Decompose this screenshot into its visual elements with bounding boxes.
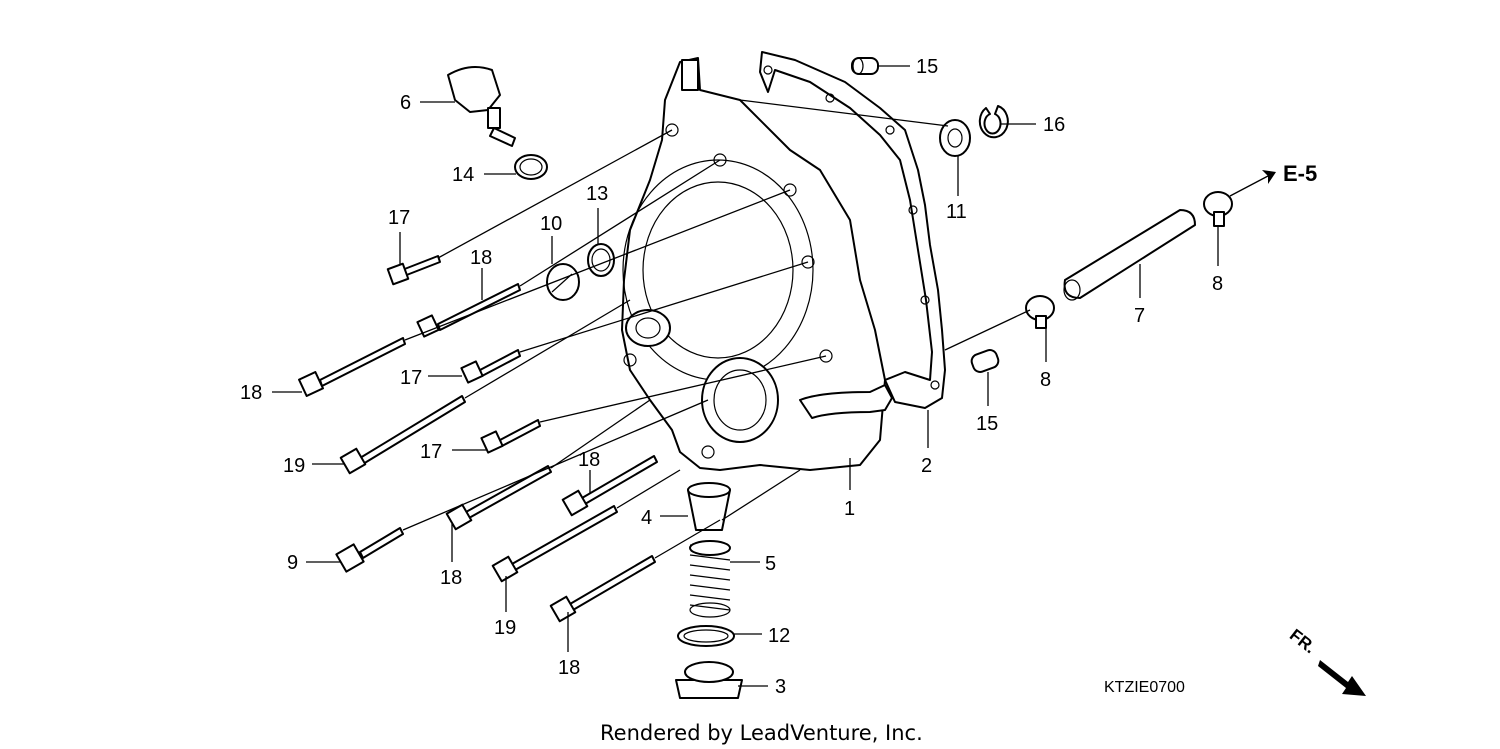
circlip[interactable] [978, 105, 1009, 139]
callout-17-low: 17 [420, 441, 442, 463]
callout-15-bottom: 15 [976, 413, 998, 435]
oil-seal[interactable] [939, 119, 971, 157]
bolt-9[interactable] [335, 527, 404, 573]
bolt-18-c[interactable] [445, 465, 552, 531]
o-ring-14[interactable] [514, 154, 548, 180]
reference-e5: E-5 [1283, 161, 1317, 186]
callout-18-e: 18 [558, 657, 580, 679]
callout-19-b: 19 [494, 617, 516, 639]
callout-8-right: 8 [1212, 273, 1223, 295]
callout-17-top: 17 [388, 207, 410, 229]
plug-10[interactable] [546, 263, 580, 301]
front-label: FR. [1286, 625, 1319, 657]
bolt-18-d[interactable] [561, 455, 658, 517]
arrow-to-e5 [1262, 170, 1276, 184]
callout-18-c: 18 [440, 567, 462, 589]
callout-7: 7 [1134, 305, 1145, 327]
bolt-19-a[interactable] [339, 395, 466, 475]
diagram-code: KTZIE0700 [1104, 679, 1185, 696]
callout-9: 9 [287, 552, 298, 574]
callout-3: 3 [775, 676, 786, 698]
o-ring-12[interactable] [677, 625, 735, 647]
breather-tube[interactable] [1063, 209, 1196, 301]
callout-19-a: 19 [283, 455, 305, 477]
dowel-pin-bottom[interactable] [970, 348, 1001, 374]
tube-clamp-right[interactable] [1203, 191, 1233, 227]
spring[interactable] [689, 540, 731, 618]
bolt-19-b[interactable] [491, 505, 618, 583]
bolt-18-b[interactable] [298, 337, 406, 397]
callout-15-top: 15 [916, 56, 938, 78]
bolt-17-low[interactable] [480, 419, 541, 454]
callout-16: 16 [1043, 114, 1065, 136]
callout-5: 5 [765, 553, 776, 575]
callout-18-b: 18 [240, 382, 262, 404]
right-crankcase-cover[interactable] [621, 57, 893, 471]
callout-13: 13 [586, 183, 608, 205]
callout-labels: 6 14 17 10 13 18 18 17 19 17 18 9 18 19 … [240, 56, 1319, 745]
callout-18-d: 18 [578, 449, 600, 471]
bolt-18-e[interactable] [549, 555, 656, 623]
callout-12: 12 [768, 625, 790, 647]
front-direction-arrow [1318, 660, 1366, 696]
oil-strainer-screen[interactable] [687, 482, 731, 531]
callout-18-a: 18 [470, 247, 492, 269]
tube-clamp-left[interactable] [1025, 295, 1055, 329]
drain-plug[interactable] [675, 661, 743, 699]
dowel-pin-top[interactable] [851, 57, 879, 75]
callout-11: 11 [946, 201, 967, 223]
callout-2: 2 [921, 455, 932, 477]
oil-level-gauge[interactable] [447, 65, 516, 147]
leader-lines [272, 65, 1269, 687]
callout-4: 4 [641, 507, 652, 529]
credit-text: Rendered by LeadVenture, Inc. [600, 721, 923, 745]
callout-8-left: 8 [1040, 369, 1051, 391]
callout-10: 10 [540, 213, 562, 235]
bolt-17-mid[interactable] [460, 349, 521, 384]
callout-1: 1 [844, 498, 855, 520]
callout-17-mid: 17 [400, 367, 422, 389]
bolt-17-top[interactable] [386, 255, 441, 286]
callout-6: 6 [400, 92, 411, 114]
callout-14: 14 [452, 164, 474, 186]
